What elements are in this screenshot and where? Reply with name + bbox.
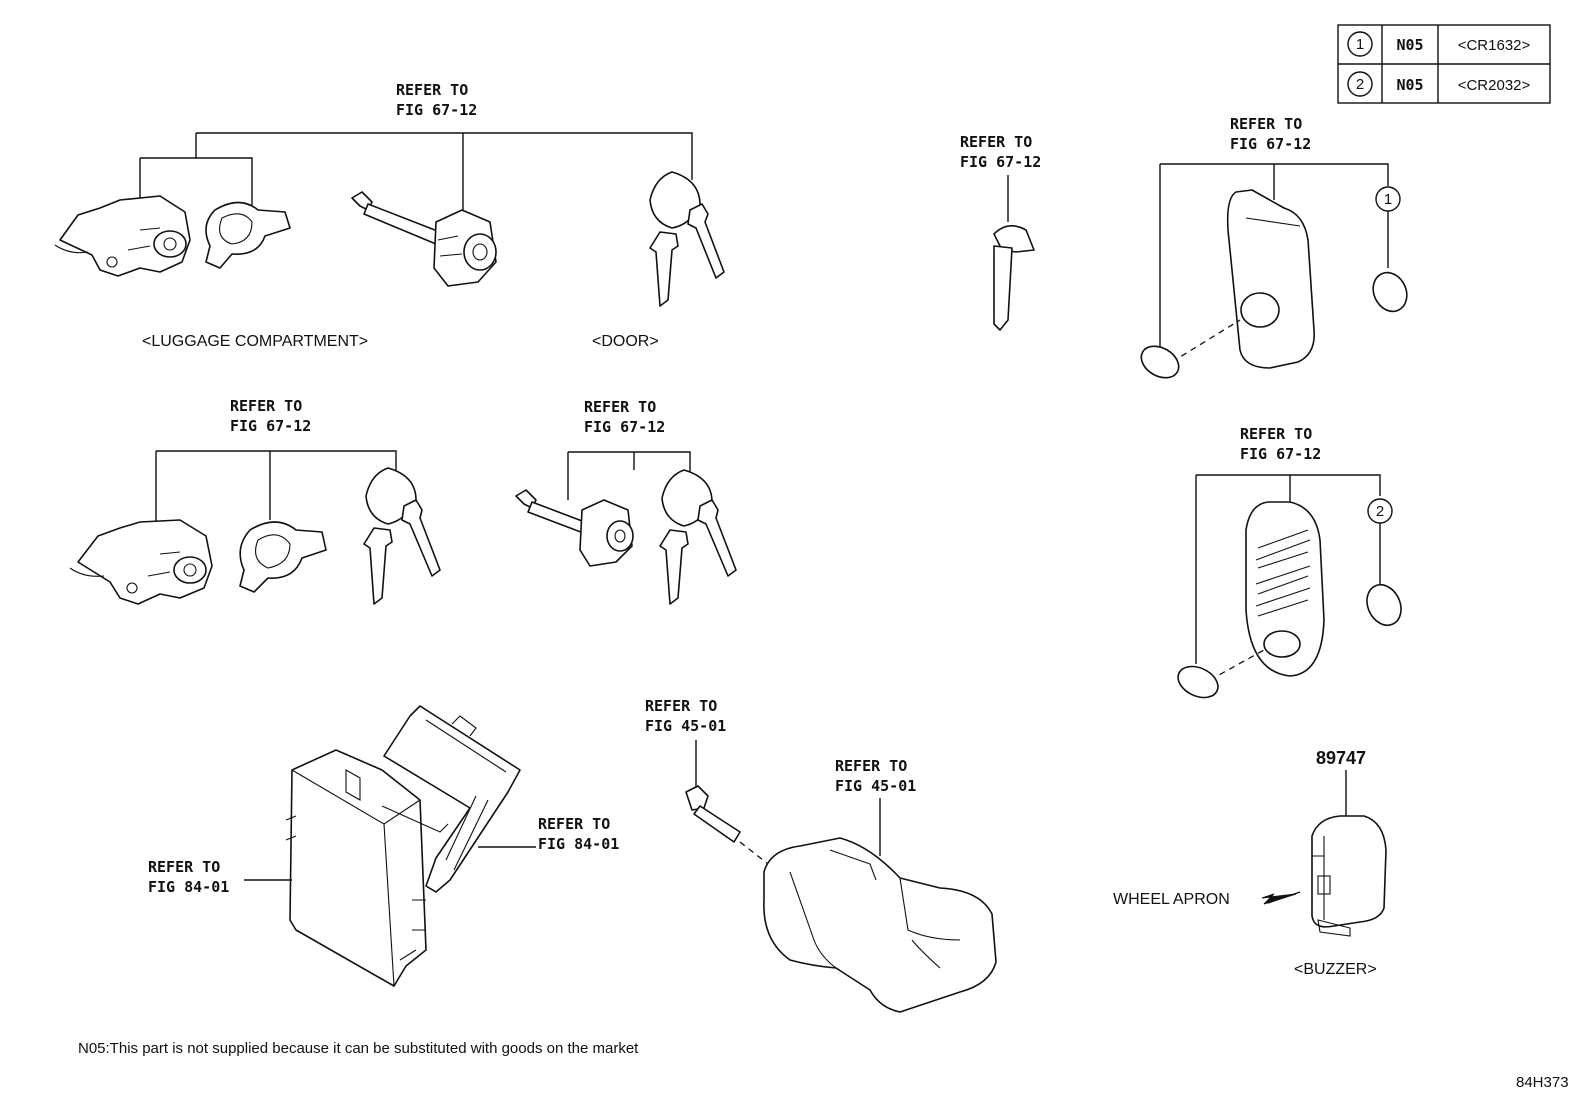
blank-key-group: REFER TO FIG 67-12 [960, 133, 1041, 331]
refer-label-line2: FIG 45-01 [835, 777, 916, 795]
buzzer [1311, 815, 1387, 937]
key-pair [363, 467, 441, 605]
smart-key-1-group: REFER TO FIG 67-12 1 [1140, 115, 1408, 379]
caption-luggage: <LUGGAGE COMPARTMENT> [142, 333, 368, 350]
callout-2-text: 2 [1376, 503, 1384, 520]
door-lock-cylinder [351, 191, 497, 287]
caption-buzzer: <BUZZER> [1294, 961, 1377, 978]
refer-label-line2: FIG 67-12 [230, 417, 311, 435]
coin-battery-2b [1366, 584, 1402, 626]
refer-label-line1: REFER TO [538, 815, 610, 833]
table-spec-2: <CR2032> [1458, 77, 1531, 94]
refer-label-line2: FIG 67-12 [960, 153, 1041, 171]
figure-id: 84H373 [1516, 1074, 1569, 1091]
coin-battery-1b [1372, 271, 1408, 313]
footnote: N05:This part is not supplied because it… [78, 1040, 639, 1057]
steering-column-cover [763, 837, 997, 1013]
refer-label-line2: FIG 84-01 [148, 878, 229, 896]
lock-cylinder [69, 519, 213, 605]
caption-door: <DOOR> [592, 333, 659, 350]
luggage-door-group: REFER TO FIG 67-12 [54, 81, 725, 350]
table-callout-1 [1347, 31, 1373, 57]
buzzer-group: 89747 WHEEL APRON <BUZZER> [1113, 748, 1387, 978]
coin-battery-1a [1140, 345, 1180, 379]
table-spec-1: <CR1632> [1458, 37, 1531, 54]
table-code-2: N05 [1396, 76, 1423, 94]
refer-label-line1: REFER TO [835, 757, 907, 775]
buzzer-part-number: 89747 [1316, 748, 1366, 768]
refer-label-line1: REFER TO [230, 397, 302, 415]
table-callout-2-text: 2 [1356, 76, 1364, 93]
smart-key-2-group: REFER TO FIG 67-12 2 [1177, 425, 1402, 699]
ecu-bracket [383, 705, 521, 893]
smart-key-1 [1226, 189, 1315, 369]
refer-label-line2: FIG 84-01 [538, 835, 619, 853]
bolt [685, 785, 741, 843]
refer-label-line1: REFER TO [396, 81, 468, 99]
luggage-gasket [205, 201, 291, 269]
callout-1-text: 1 [1384, 191, 1392, 208]
cylinder-set-right: REFER TO FIG 67-12 [515, 398, 737, 605]
table-callout-2 [1347, 71, 1373, 97]
battery-table: 1 2 N05 N05 <CR1632> <CR2032> [1337, 24, 1551, 104]
refer-label-line2: FIG 67-12 [1230, 135, 1311, 153]
refer-label-line1: REFER TO [584, 398, 656, 416]
refer-label-line1: REFER TO [148, 858, 220, 876]
coin-battery-2a [1177, 665, 1219, 699]
steering-group: REFER TO FIG 45-01 REFER TO FIG 45-01 [645, 697, 997, 1013]
key-pair [659, 469, 737, 605]
refer-label-line2: FIG 45-01 [645, 717, 726, 735]
door-key-pair [649, 171, 725, 307]
cylinder-set-left: REFER TO FIG 67-12 [69, 397, 441, 605]
gasket [239, 521, 327, 593]
refer-label-line1: REFER TO [960, 133, 1032, 151]
table-code-1: N05 [1396, 36, 1423, 54]
table-callout-1-text: 1 [1356, 36, 1364, 53]
smart-key-2 [1245, 501, 1325, 677]
refer-label-line2: FIG 67-12 [396, 101, 477, 119]
blank-key [993, 225, 1035, 331]
refer-label-line1: REFER TO [1230, 115, 1302, 133]
wheel-apron-label: WHEEL APRON [1113, 891, 1230, 908]
luggage-lock-cylinder [54, 195, 191, 277]
refer-label-line2: FIG 67-12 [584, 418, 665, 436]
ecu-group: REFER TO FIG 84-01 REFER TO FIG 84-01 [148, 705, 619, 987]
refer-label-line2: FIG 67-12 [1240, 445, 1321, 463]
ecu-box [285, 749, 449, 987]
refer-label-line1: REFER TO [645, 697, 717, 715]
refer-label-line1: REFER TO [1240, 425, 1312, 443]
door-lock-cylinder [515, 489, 634, 567]
